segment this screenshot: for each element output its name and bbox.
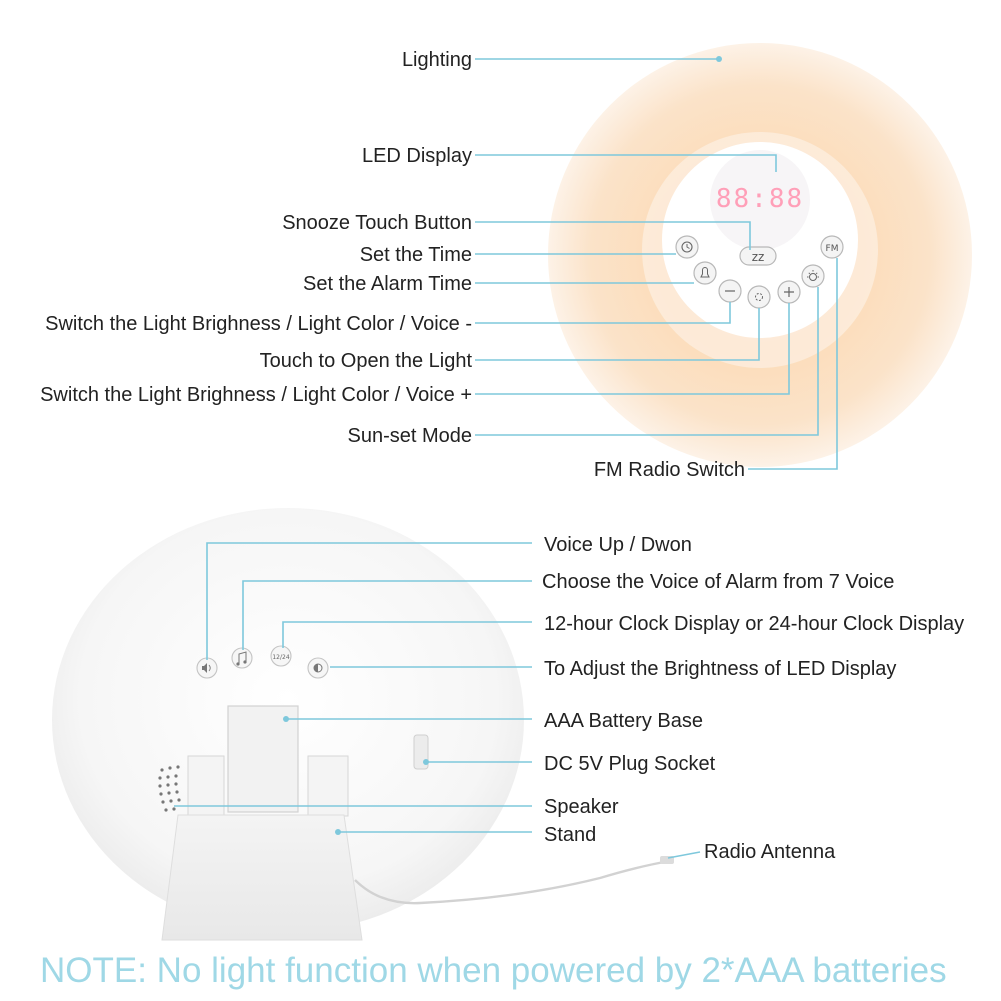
plus-button[interactable] bbox=[777, 280, 801, 304]
led-display-digits: 88:88 bbox=[716, 184, 804, 214]
bell-icon bbox=[700, 267, 710, 278]
sun-icon bbox=[809, 273, 817, 281]
display-window bbox=[710, 150, 810, 250]
stand-left-arm bbox=[187, 755, 225, 817]
label-choose-voice: Choose the Voice of Alarm from 7 Voice bbox=[542, 571, 894, 593]
label-led-display: LED Display bbox=[362, 145, 472, 167]
plus-icon bbox=[784, 287, 794, 297]
label-battery-base: AAA Battery Base bbox=[544, 710, 703, 732]
antenna-wire bbox=[354, 859, 671, 905]
battery-note: NOTE: No light function when powered by … bbox=[40, 951, 947, 990]
clock-mode-label: 12/24 bbox=[272, 654, 289, 661]
snooze-button[interactable]: z͏z bbox=[739, 246, 777, 266]
volume-button[interactable] bbox=[196, 657, 218, 679]
light-button[interactable] bbox=[747, 285, 771, 309]
back-leaders bbox=[174, 542, 701, 859]
alarm-voice-button[interactable] bbox=[231, 647, 253, 669]
label-lighting: Lighting bbox=[402, 49, 472, 71]
set-alarm-button[interactable] bbox=[693, 261, 717, 285]
label-fm-switch: FM Radio Switch bbox=[594, 459, 745, 481]
label-set-alarm: Set the Alarm Time bbox=[303, 273, 472, 295]
fm-button-label: FM bbox=[826, 244, 839, 254]
minus-button[interactable] bbox=[718, 279, 742, 303]
label-open-light: Touch to Open the Light bbox=[260, 350, 473, 372]
sunset-mode-button[interactable] bbox=[801, 264, 825, 288]
label-voice-updown: Voice Up / Dwon bbox=[544, 534, 692, 556]
front-lamp: 88:88 z͏z FM bbox=[548, 43, 972, 467]
label-snooze: Snooze Touch Button bbox=[282, 212, 472, 234]
stand-base bbox=[161, 814, 363, 941]
speaker-grille bbox=[158, 765, 181, 812]
label-speaker: Speaker bbox=[544, 796, 619, 818]
stand-right-arm bbox=[307, 755, 349, 817]
label-dc-socket: DC 5V Plug Socket bbox=[544, 753, 716, 775]
label-set-time: Set the Time bbox=[360, 244, 472, 266]
fm-button[interactable]: FM bbox=[820, 235, 844, 259]
label-antenna: Radio Antenna bbox=[704, 841, 836, 863]
battery-compartment bbox=[227, 705, 299, 813]
back-label-group: Voice Up / Dwon Choose the Voice of Alar… bbox=[542, 534, 964, 863]
clock-icon bbox=[681, 241, 693, 253]
speaker-volume-icon bbox=[202, 663, 207, 673]
label-sunset: Sun-set Mode bbox=[347, 425, 472, 447]
front-leaders bbox=[475, 56, 838, 470]
music-note-icon bbox=[238, 651, 247, 664]
label-clock-display: 12-hour Clock Display or 24-hour Clock D… bbox=[544, 613, 964, 635]
front-label-group: Lighting LED Display Snooze Touch Button… bbox=[40, 49, 745, 481]
label-stand: Stand bbox=[544, 824, 596, 846]
clock-mode-button[interactable]: 12/24 bbox=[270, 645, 292, 667]
label-voice-minus: Switch the Light Brighness / Light Color… bbox=[45, 313, 472, 335]
snooze-icon: z͏z bbox=[752, 250, 765, 264]
set-time-button[interactable] bbox=[675, 235, 699, 259]
light-icon bbox=[755, 293, 763, 301]
label-led-brightness: To Adjust the Brightness of LED Display bbox=[544, 658, 896, 680]
led-brightness-button[interactable] bbox=[307, 657, 329, 679]
label-voice-plus: Switch the Light Brighness / Light Color… bbox=[40, 384, 472, 406]
